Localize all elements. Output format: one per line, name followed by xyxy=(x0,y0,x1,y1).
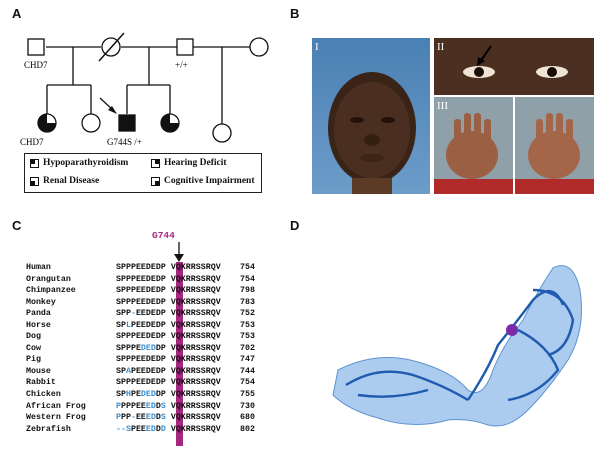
photo-hands: III xyxy=(434,97,594,194)
sequence-text: SPPPEEDEDPGVQKRRSSRQV xyxy=(116,297,221,307)
legend-item-renal-disease: Renal Disease xyxy=(30,176,99,186)
residue-position: 730 xyxy=(240,401,255,411)
alignment-row: Horse SPLPEEDEDPGVQKRRSSRQV 753 xyxy=(26,320,264,332)
pedigree-male-i1 xyxy=(27,38,45,56)
photo-label-i: I xyxy=(315,41,319,53)
legend-item-cognitive-impairment: Cognitive Impairment xyxy=(151,176,255,186)
panel-label-c: C xyxy=(12,218,22,233)
photo-label-iii: III xyxy=(437,100,448,112)
alignment-row: Human SPPPEEDEDPGVQKRRSSRQV 754 xyxy=(26,262,264,274)
sequence-text: SPHPEDEDDPGVQKRRSSRQV xyxy=(116,390,221,400)
species-label: Chimpanzee xyxy=(26,286,76,296)
residue-position: 753 xyxy=(240,332,255,342)
photo-eyes: II xyxy=(434,38,594,95)
alignment-row: Pig SPPPEEDEDPGVQKRRSSRQV 747 xyxy=(26,354,264,366)
quadrant-top-left-icon xyxy=(30,158,39,168)
sequence-text: SPPPEEDEDPGVQKRRSSRQV xyxy=(116,378,221,388)
legend-item-hypoparathyroidism: Hypoparathyroidism xyxy=(30,158,128,168)
sequence-text: PPPPEEEDDSGVQKRRSSRQV xyxy=(116,401,221,411)
label-chd7-grandfather: CHD7 xyxy=(24,60,48,70)
label-father-genotype: +/+ xyxy=(175,60,188,70)
alignment-row: Dog SPPPEEDEDPGVQKRRSSRQV 753 xyxy=(26,331,264,343)
legend-item-hearing-deficit: Hearing Deficit xyxy=(151,158,227,168)
conserved-column-highlight xyxy=(176,262,183,446)
photo-face: I xyxy=(312,38,430,194)
pedigree-female-ii5 xyxy=(212,123,232,143)
pedigree-male-i3 xyxy=(176,38,194,56)
species-label: Rabbit xyxy=(26,378,56,388)
species-label: Pig xyxy=(26,355,41,365)
species-label: Cow xyxy=(26,343,41,353)
species-label: Zebrafish xyxy=(26,424,71,434)
residue-position: 798 xyxy=(240,286,255,296)
pedigree-proband xyxy=(118,114,136,132)
alignment-row: Cow SPPPEDEDDPGVQKRRSSRQV 702 xyxy=(26,343,264,355)
species-label: Chicken xyxy=(26,390,61,400)
alignment-row: Mouse SPAPEEDEDPGVQKRRSSRQV 744 xyxy=(26,366,264,378)
photo-label-ii: II xyxy=(437,41,445,53)
quadrant-top-right-icon xyxy=(151,158,160,168)
species-label: Human xyxy=(26,263,51,272)
alignment-row: Panda SPP-EEDEDPGVQKRRSSRQV 752 xyxy=(26,308,264,320)
alignment-row: Monkey SPPPEEDEDPGVQKRRSSRQV 783 xyxy=(26,297,264,309)
label-chd7-sister: CHD7 xyxy=(20,137,44,147)
variant-marker-label: G744 xyxy=(152,230,175,241)
residue-position: 802 xyxy=(240,424,255,434)
quadrant-bottom-right-icon xyxy=(151,176,160,186)
quadrant-bottom-left-icon xyxy=(30,176,39,186)
residue-position: 744 xyxy=(240,366,255,376)
alignment-row: Western Frog PPP-EEEDDSGVQKRRSSRQV 680 xyxy=(26,412,264,424)
pedigree-female-ii2 xyxy=(81,113,101,133)
species-label: African Frog xyxy=(26,401,86,411)
sequence-text: SPPPEEDEDPGVQKRRSSRQV xyxy=(116,332,221,342)
alignment-row: African Frog PPPPEEEDDSGVQKRRSSRQV 730 xyxy=(26,401,264,413)
alignment-row: Zebrafish --SPEEEDDDGVQKRRSSRQV 802 xyxy=(26,424,264,436)
pedigree-female-i4 xyxy=(249,37,269,57)
variant-arrow-icon xyxy=(174,242,184,262)
sequence-text: SPPPEEDEDPGVQKRRSSRQV xyxy=(116,263,221,272)
sequence-text: SPPPEEDEDPGVQKRRSSRQV xyxy=(116,274,221,284)
g744-residue xyxy=(506,324,518,336)
sequence-text: SPAPEEDEDPGVQKRRSSRQV xyxy=(116,366,221,376)
sequence-text: SPPPEEDEDPGVQKRRSSRQV xyxy=(116,355,221,365)
sequence-text: SPLPEEDEDPGVQKRRSSRQV xyxy=(116,320,221,330)
phenotype-legend: Hypoparathyroidism Hearing Deficit Renal… xyxy=(24,153,262,193)
panel-label-b: B xyxy=(290,6,300,21)
residue-position: 754 xyxy=(240,263,255,272)
sequence-text: PPP-EEEDDSGVQKRRSSRQV xyxy=(116,413,221,423)
species-label: Panda xyxy=(26,309,51,319)
panel-label-a: A xyxy=(12,6,22,21)
pedigree-chart: CHD7 +/+ CHD7 G744S /+ xyxy=(20,32,269,147)
sequence-text: SPP-EEDEDPGVQKRRSSRQV xyxy=(116,309,221,319)
species-label: Monkey xyxy=(26,297,56,307)
residue-position: 783 xyxy=(240,297,255,307)
alignment-row: Chicken SPHPEDEDDPGVQKRRSSRQV 755 xyxy=(26,389,264,401)
residue-position: 753 xyxy=(240,320,255,330)
sequence-text: SPPPEEDEDPGVQKRRSSRQV xyxy=(116,286,221,296)
residue-position: 752 xyxy=(240,309,255,319)
protein-structure xyxy=(332,265,582,427)
species-label: Mouse xyxy=(26,366,51,376)
residue-position: 754 xyxy=(240,378,255,388)
label-proband-genotype: G744S /+ xyxy=(107,137,142,147)
species-label: Horse xyxy=(26,320,51,330)
residue-position: 702 xyxy=(240,343,255,353)
alignment-row: Chimpanzee SPPPEEDEDPGVQKRRSSRQV 798 xyxy=(26,285,264,297)
species-label: Western Frog xyxy=(26,413,86,423)
panel-label-d: D xyxy=(290,218,300,233)
residue-position: 747 xyxy=(240,355,255,365)
sequence-text: --SPEEEDDDGVQKRRSSRQV xyxy=(116,424,221,434)
species-label: Dog xyxy=(26,332,41,342)
residue-position: 754 xyxy=(240,274,255,284)
alignment-row: Rabbit SPPPEEDEDPGVQKRRSSRQV 754 xyxy=(26,377,264,389)
residue-position: 680 xyxy=(240,413,255,423)
alignment-row: Orangutan SPPPEEDEDPGVQKRRSSRQV 754 xyxy=(26,274,264,286)
sequence-text: SPPPEDEDDPGVQKRRSSRQV xyxy=(116,343,221,353)
species-label: Orangutan xyxy=(26,274,71,284)
residue-position: 755 xyxy=(240,390,255,400)
